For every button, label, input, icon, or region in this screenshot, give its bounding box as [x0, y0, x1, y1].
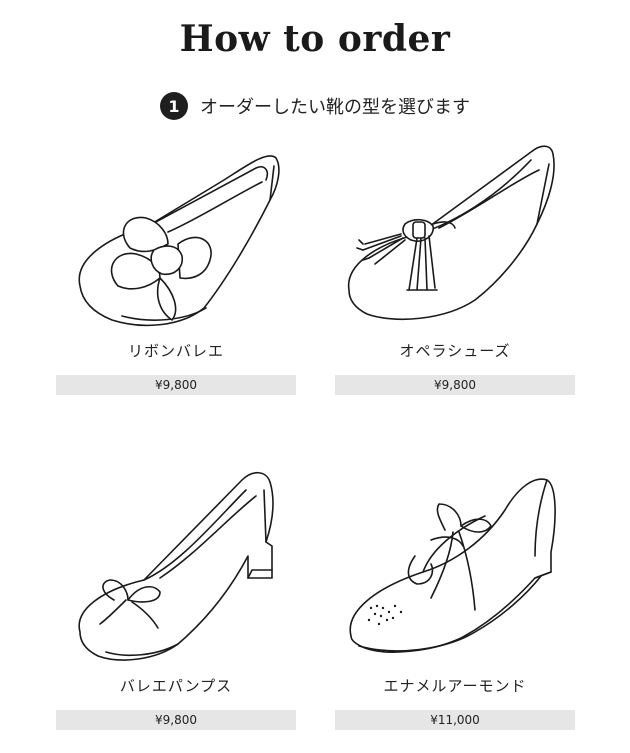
product-name: リボンバレエ	[127, 342, 224, 360]
product-card-ballet-pumps[interactable]: バレエパンプス ¥9,800	[56, 460, 296, 730]
product-price: ¥11,000	[335, 710, 575, 730]
product-price: ¥9,800	[56, 375, 296, 395]
product-price: ¥9,800	[335, 375, 575, 395]
step-heading: 1 オーダーしたい靴の型を選びます	[0, 92, 630, 120]
product-price: ¥9,800	[56, 710, 296, 730]
product-card-opera-shoes[interactable]: オペラシューズ ¥9,800	[335, 140, 575, 395]
product-name: オペラシューズ	[399, 342, 511, 360]
enamel-almond-shoe-icon	[349, 478, 556, 653]
ribbon-ballet-shoe-icon	[78, 155, 280, 327]
ballet-pumps-icon	[78, 471, 274, 661]
product-name: バレエパンプス	[119, 677, 233, 695]
opera-shoe-icon	[347, 145, 555, 321]
step-instruction: オーダーしたい靴の型を選びます	[200, 97, 470, 118]
step-number-badge: 1	[160, 92, 188, 120]
product-name: エナメルアーモンド	[383, 677, 527, 695]
product-card-enamel-almond[interactable]: エナメルアーモンド ¥11,000	[335, 460, 575, 730]
product-card-ribbon-ballet[interactable]: リボンバレエ ¥9,800	[56, 140, 296, 395]
page-title: How to order	[179, 18, 451, 60]
